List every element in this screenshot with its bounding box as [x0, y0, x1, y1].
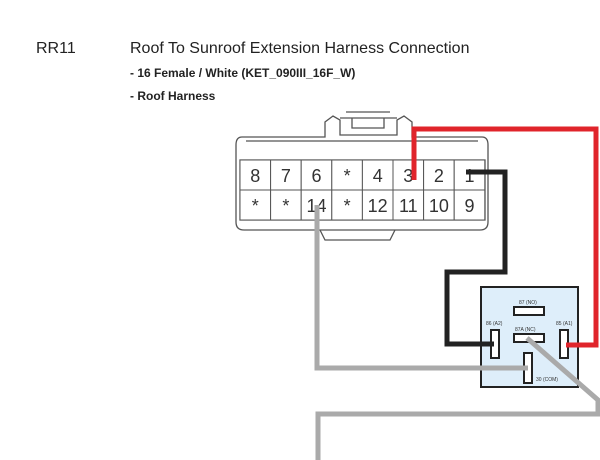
relay-pin-87 [513, 306, 545, 316]
pin-label: 9 [464, 196, 474, 216]
connector-code: RR11 [36, 40, 76, 57]
connector-cell [300, 159, 333, 191]
red-wire [411, 126, 599, 348]
pin-label: 10 [429, 196, 449, 216]
connector-cell [239, 189, 272, 221]
connector-cell [453, 159, 486, 191]
pin-label: 3 [403, 166, 413, 186]
relay-label-87a: 87A (NC) [515, 327, 536, 333]
gray-wire-pin14 [314, 205, 528, 371]
black-wire [444, 169, 508, 347]
connector-spec: - 16 Female / White (KET_090III_16F_W) [130, 66, 356, 80]
pin-label: 12 [368, 196, 388, 216]
pin-label: 11 [399, 196, 418, 216]
connector-cell [423, 189, 455, 221]
harness-name: - Roof Harness [130, 89, 216, 103]
pin-label: 8 [250, 166, 260, 186]
pin-label: 6 [311, 166, 321, 186]
relay-label-85: 85 (A1) [556, 321, 573, 327]
pin-label: 7 [281, 166, 291, 186]
pin-label: 2 [434, 166, 444, 186]
gray-wire-87a [315, 336, 600, 460]
connector-cell [453, 189, 486, 221]
relay-label-86: 86 (A2) [486, 321, 503, 327]
relay-label-30: 30 (COM) [536, 377, 558, 383]
pin-label: * [282, 196, 289, 216]
pin-label: * [252, 196, 259, 216]
connector-title: Roof To Sunroof Extension Harness Connec… [130, 40, 470, 57]
pin-label: 4 [373, 166, 383, 186]
connector-cell [392, 189, 425, 221]
pin-label: * [344, 196, 351, 216]
pin-label: * [344, 166, 351, 186]
relay-label-87: 87 (NO) [519, 300, 537, 306]
connector-cell [270, 189, 302, 221]
pin-label: 1 [464, 166, 474, 186]
